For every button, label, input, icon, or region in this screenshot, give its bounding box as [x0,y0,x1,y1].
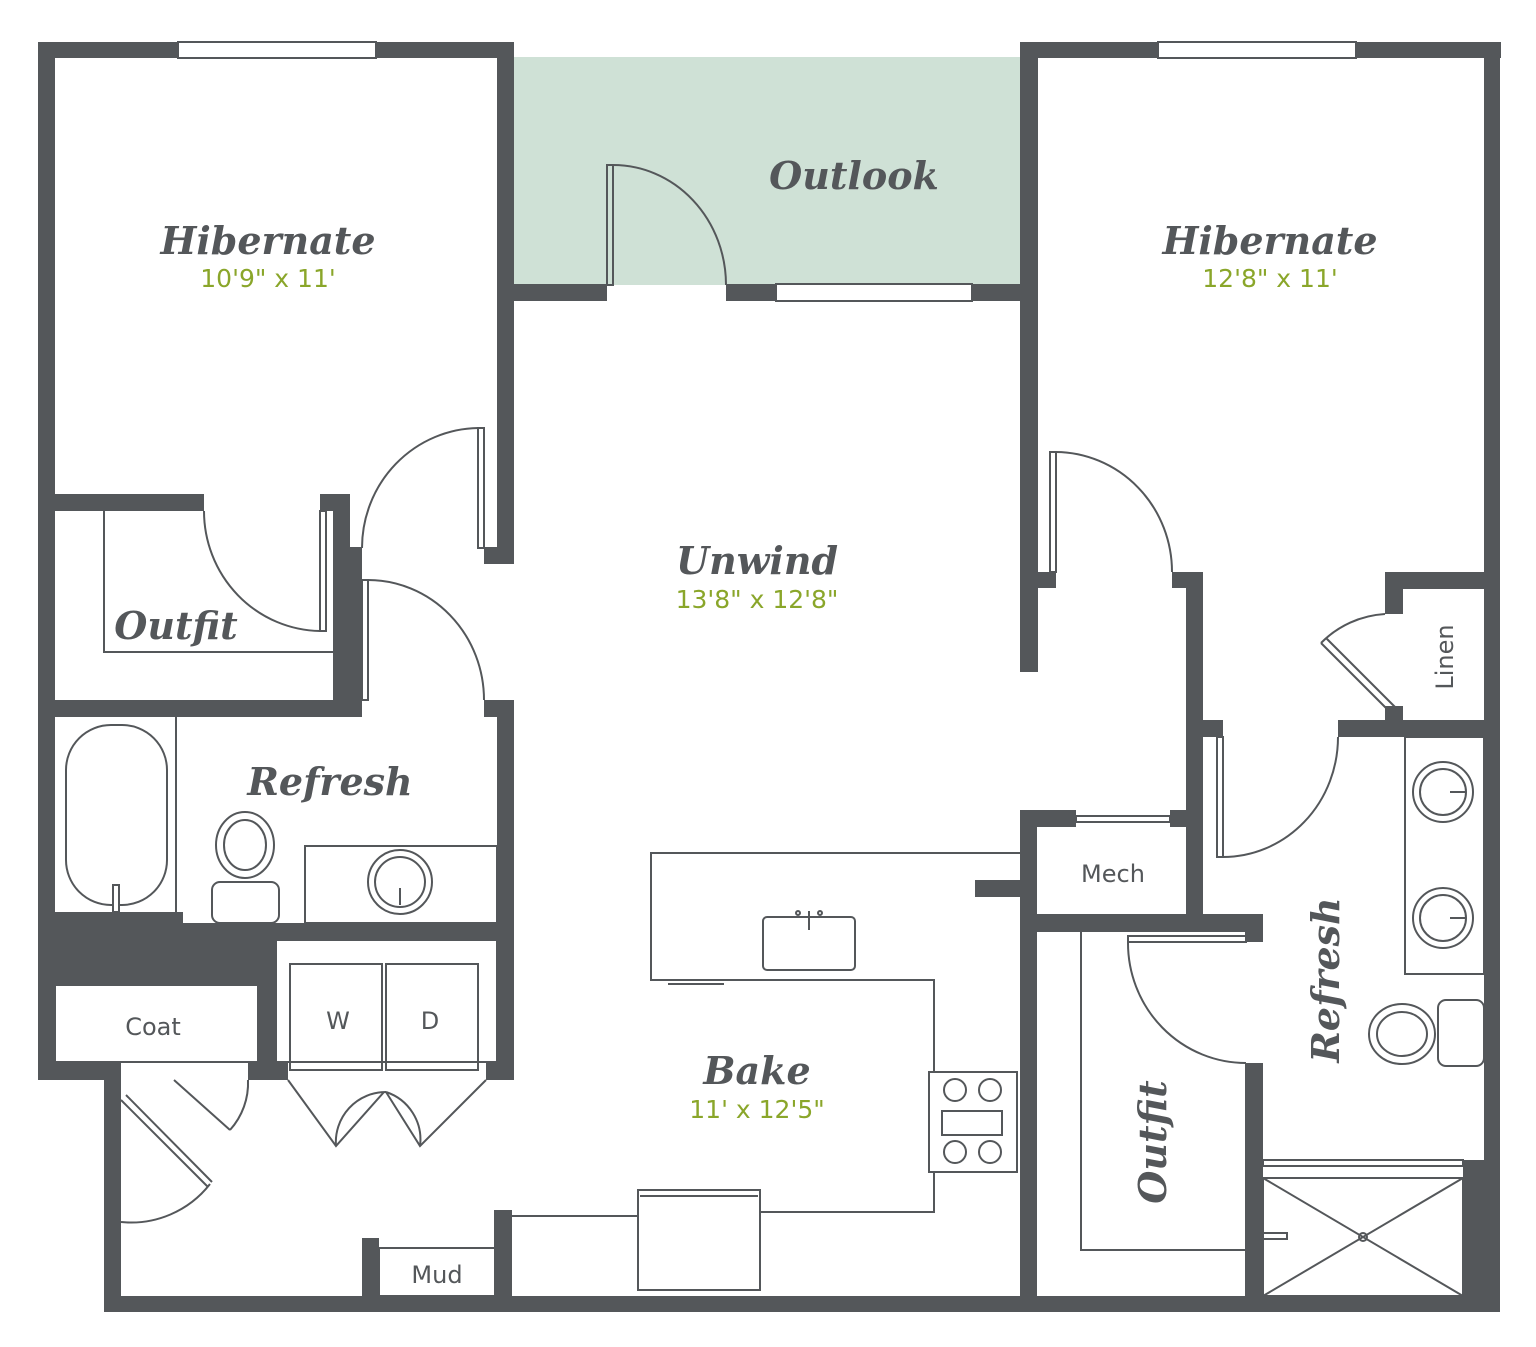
label-dryer: D [421,1007,439,1035]
label-coat: Coat [125,1013,181,1041]
room-dims-hibernate-left: 10'9" x 11' [200,264,335,293]
doors [120,164,1396,1224]
room-name-outlook: Outlook [769,153,939,198]
outlook-area [513,57,1021,285]
room-name-hibernate-right: Hibernate [1161,218,1377,263]
room-name-unwind: Unwind [676,538,838,583]
room-dims-unwind: 13'8" x 12'8" [676,585,839,614]
label-mud: Mud [411,1261,462,1289]
walls [38,42,1501,1312]
room-name-outfit-left: Outfit [114,603,238,648]
label-washer: W [326,1007,350,1035]
windows [177,41,1357,823]
room-name-hibernate-left: Hibernate [159,218,375,263]
label-linen: Linen [1431,624,1459,689]
room-labels: Hibernate 10'9" x 11' Outlook Hibernate … [114,153,1459,1289]
room-name-bake: Bake [702,1048,810,1093]
room-name-outfit-right: Outfit [1130,1080,1175,1204]
fixtures [54,511,1485,1297]
room-name-refresh-left: Refresh [246,759,412,804]
room-dims-hibernate-right: 12'8" x 11' [1202,264,1337,293]
room-dims-bake: 11' x 12'5" [689,1095,824,1124]
room-name-refresh-right: Refresh [1303,897,1348,1063]
label-mech: Mech [1081,860,1145,888]
